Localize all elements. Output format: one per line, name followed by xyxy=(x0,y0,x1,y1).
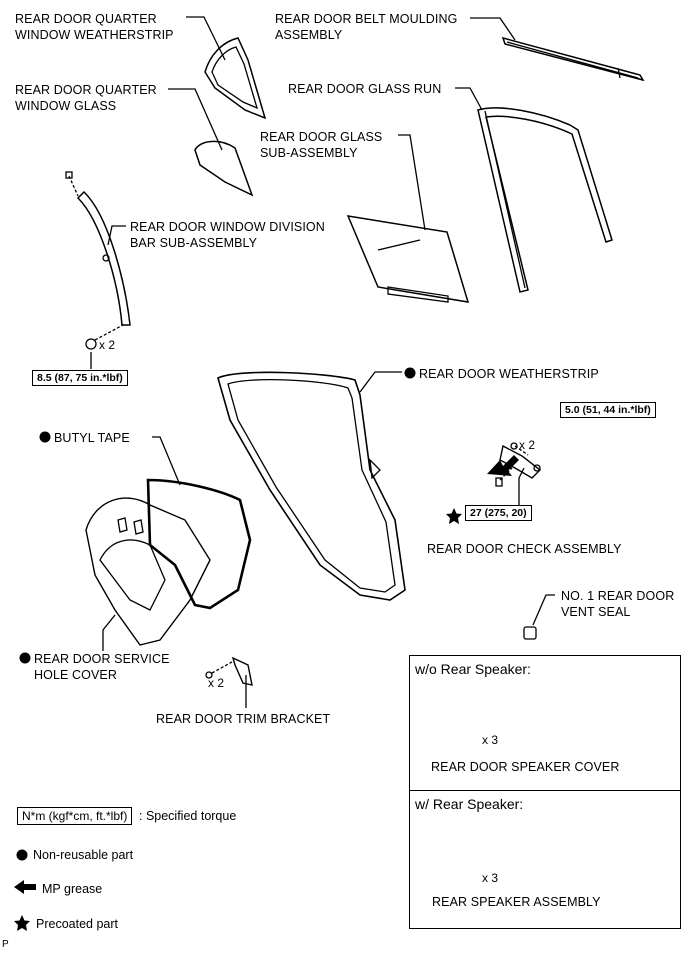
leader-service-hole xyxy=(102,614,116,651)
panel-with-speaker-title: w/ Rear Speaker: xyxy=(415,796,524,812)
torque-check-large: 27 (275, 20) xyxy=(465,505,532,521)
non-reusable-mark-service-cover xyxy=(19,652,31,664)
qty-bracket-screws: x 2 xyxy=(208,676,225,690)
precoated-star-check xyxy=(446,508,462,524)
leader-division-bar xyxy=(107,225,126,246)
label-speaker-assembly: REAR SPEAKER ASSEMBLY xyxy=(432,895,601,909)
grease-arrow-check xyxy=(487,455,519,476)
leader-quarter-weatherstrip xyxy=(186,16,226,61)
label-trim-bracket: REAR DOOR TRIM BRACKET xyxy=(156,712,331,726)
torque-division-bar: 8.5 (87, 75 in.*lbf) xyxy=(32,370,128,386)
label-belt-moulding: REAR DOOR BELT MOULDING ASSEMBLY xyxy=(275,12,458,42)
label-quarter-glass: REAR DOOR QUARTER WINDOW GLASS xyxy=(15,83,157,113)
label-division-bar: REAR DOOR WINDOW DIVISION BAR SUB-ASSEMB… xyxy=(130,220,325,250)
leader-glass-run xyxy=(455,87,483,111)
corner-mark: P xyxy=(2,939,9,950)
label-service-hole-cover: REAR DOOR SERVICE HOLE COVER xyxy=(34,652,170,682)
legend-torque-box: N*m (kgf*cm, ft.*lbf) xyxy=(17,807,133,825)
leader-butyl-tape xyxy=(152,436,181,486)
legend-precoated: Precoated part xyxy=(36,917,118,931)
legend-non-reusable: Non-reusable part xyxy=(33,848,134,862)
panel-with-speaker: w/ Rear Speaker: x 3 REAR SPEAKER ASSEMB… xyxy=(409,790,681,929)
qty-division-bar-bolt: x 2 xyxy=(99,338,116,352)
legend-non-reusable-symbol xyxy=(16,849,28,861)
torque-check-small: 5.0 (51, 44 in.*lbf) xyxy=(560,402,656,418)
qty-check-bolts: x 2 xyxy=(519,438,536,452)
legend-torque-desc: : Specified torque xyxy=(139,809,237,823)
panel-without-speaker: w/o Rear Speaker: x 3 REAR DOOR SPEAKER … xyxy=(409,655,681,792)
legend-mp-grease: MP grease xyxy=(42,882,103,896)
label-glass-sub: REAR DOOR GLASS SUB-ASSEMBLY xyxy=(260,130,383,160)
legend-grease-symbol xyxy=(14,880,36,894)
legend-precoated-symbol xyxy=(14,915,30,931)
non-reusable-mark-weatherstrip xyxy=(404,367,416,379)
non-reusable-mark-butyl xyxy=(39,431,51,443)
label-butyl-tape: BUTYL TAPE xyxy=(54,431,130,445)
qty-speaker-screws: x 3 xyxy=(482,871,499,885)
label-glass-run: REAR DOOR GLASS RUN xyxy=(288,82,442,96)
label-speaker-cover: REAR DOOR SPEAKER COVER xyxy=(431,760,620,774)
label-quarter-weatherstrip: REAR DOOR QUARTER WINDOW WEATHERSTRIP xyxy=(15,12,174,42)
panel-without-speaker-title: w/o Rear Speaker: xyxy=(415,661,531,677)
leader-belt-moulding xyxy=(470,17,516,41)
leader-glass-sub xyxy=(398,134,426,231)
label-check-assembly: REAR DOOR CHECK ASSEMBLY xyxy=(427,542,622,556)
label-vent-seal: NO. 1 REAR DOOR VENT SEAL xyxy=(561,589,675,619)
leader-door-weatherstrip xyxy=(359,371,402,393)
qty-cover-screws: x 3 xyxy=(482,733,499,747)
leader-quarter-glass xyxy=(168,88,223,151)
leader-vent-seal xyxy=(532,594,555,626)
label-door-weatherstrip: REAR DOOR WEATHERSTRIP xyxy=(419,367,599,381)
